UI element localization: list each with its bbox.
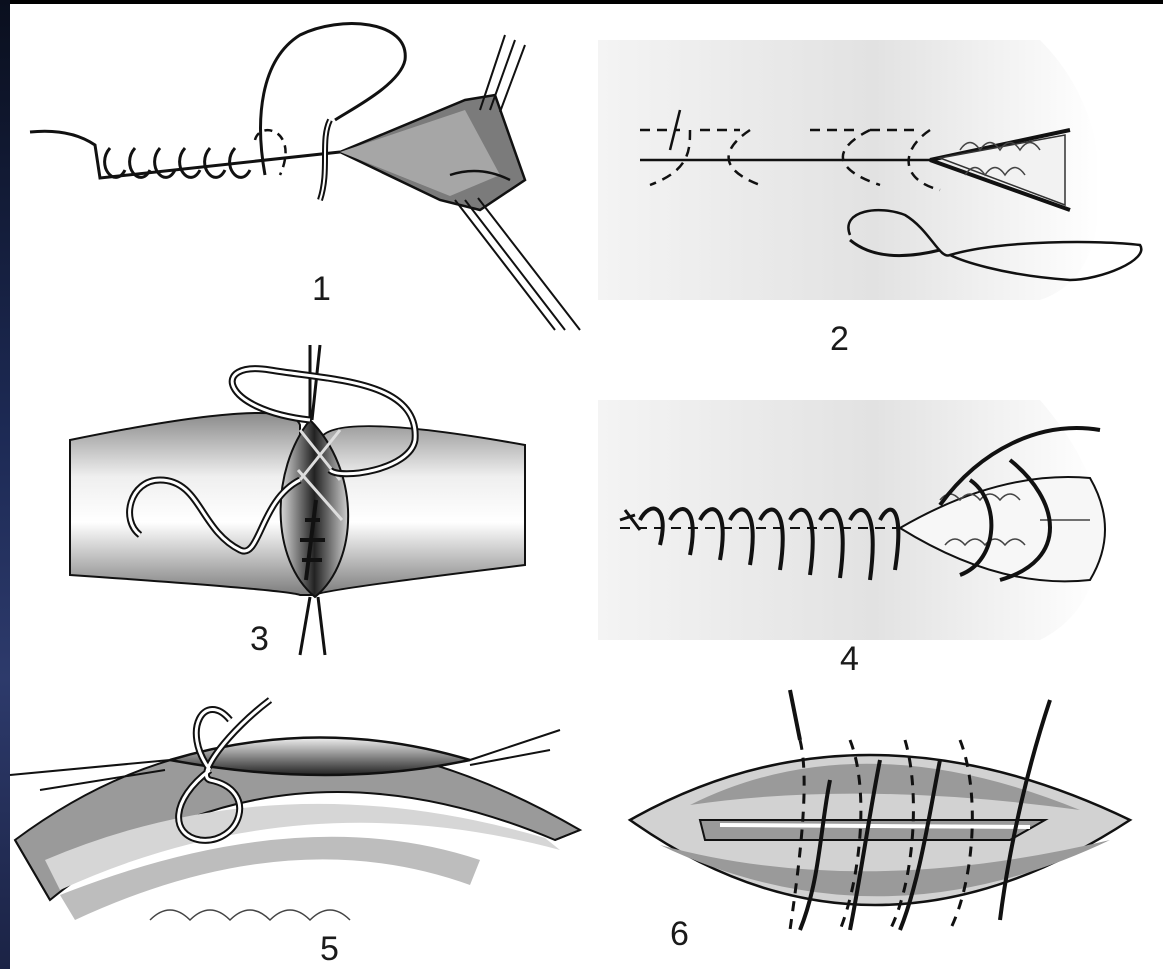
panel-1-label: 1 xyxy=(312,270,331,308)
panel-4-label: 4 xyxy=(840,640,859,678)
panel-3-vessel-anastomosis xyxy=(70,345,525,655)
panel-6-vertical-mattress-suture xyxy=(630,690,1130,930)
panel-1-continuous-suture xyxy=(30,24,580,330)
panel-6-label: 6 xyxy=(670,915,689,953)
panel-3-label: 3 xyxy=(250,620,269,658)
panel-5-label: 5 xyxy=(320,930,339,968)
panel-2-subcuticular-suture xyxy=(598,40,1141,300)
panel-5-layered-tissue-suture xyxy=(10,700,580,920)
panel-4-locked-continuous-suture xyxy=(598,400,1105,640)
panel-2-label: 2 xyxy=(830,320,849,358)
